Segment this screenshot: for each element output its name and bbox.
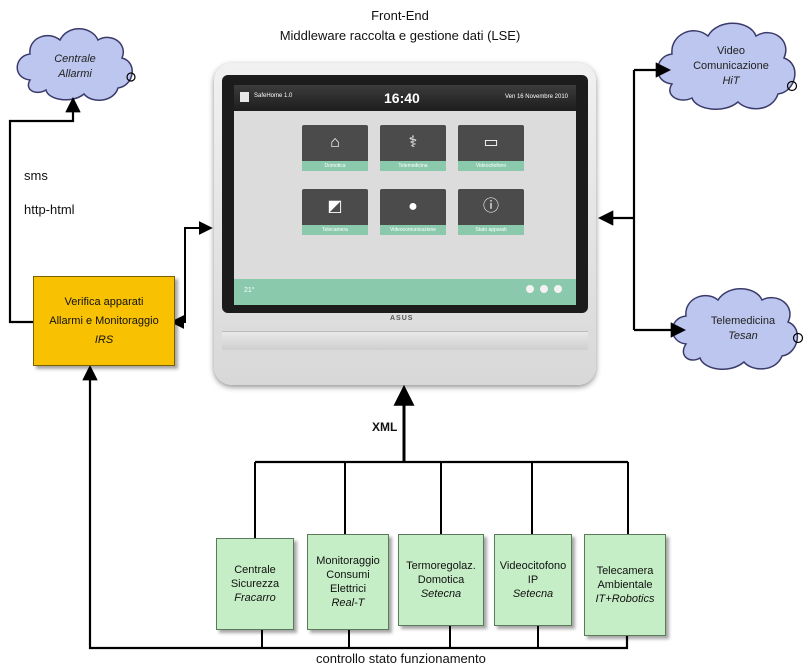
monitor-bezel: SafeHome 1.0 16:40 Ven 16 Novembre 2010 … [222, 75, 588, 313]
tile-label: Telemedicina [380, 161, 446, 171]
screen-clock: 16:40 [384, 90, 420, 106]
device-vendor: Setecna [420, 588, 462, 600]
device-telecamera-ambientale: Telecamera Ambientale IT+Robotics [584, 534, 666, 636]
cloud-centrale-allarmi-text: Centrale Allarmi [34, 52, 116, 82]
tile-stato-apparati[interactable]: ⓘ Stato apparati [458, 189, 524, 235]
device-line1: Telecamera [596, 565, 654, 577]
link-status-to-irs [82, 364, 629, 650]
tile-label: Telecamera [302, 225, 368, 235]
device-line2: IP [527, 574, 539, 586]
device-termoregolazione: Termoregolaz. Domotica Setecna [398, 534, 484, 626]
cloud-centrale-allarmi [16, 28, 136, 101]
cloud-video-line2: Comunicazione [693, 60, 769, 72]
label-xml: XML [372, 420, 398, 434]
device-monitoraggio-consumi: Monitoraggio Consumi Elettrici Real-T [307, 534, 389, 630]
label-sms: sms [24, 168, 48, 183]
tile-telecamera[interactable]: ◩ Telecamera [302, 189, 368, 235]
device-line2: Domotica [417, 574, 465, 586]
label-controllo-stato: controllo stato funzionamento [316, 651, 486, 666]
device-vendor: Setecna [512, 588, 554, 600]
cloud-video [657, 22, 798, 110]
label-http-html: http-html [24, 202, 75, 217]
status-dot-icon[interactable] [526, 285, 534, 293]
device-line1: Videocitofono [499, 560, 567, 572]
monitor-stand [222, 331, 588, 350]
irs-line3: IRS [94, 333, 114, 346]
tile-telemedicina[interactable]: ⚕ Telemedicina [380, 125, 446, 171]
status-dot-icon[interactable] [554, 285, 562, 293]
cloud-video-text: Video Comunicazione HiT [676, 44, 786, 89]
cloud-knot-icon [792, 332, 804, 344]
title-middleware: Middleware raccolta e gestione dati (LSE… [279, 28, 521, 43]
tile-label: Stato apparati [458, 225, 524, 235]
device-vendor: IT+Robotics [595, 593, 655, 605]
device-line1: Monitoraggio [316, 555, 380, 567]
irs-box: Verifica apparati Allarmi e Monitoraggio… [33, 276, 175, 366]
link-irs-to-centrale-allarmi [8, 96, 81, 324]
home-icon [240, 92, 249, 102]
tile-videocitofono[interactable]: ▭ Videocitofono [458, 125, 524, 171]
screen-date: Ven 16 Novembre 2010 [504, 94, 568, 100]
tile-domotica[interactable]: ⌂ Domotica [302, 125, 368, 171]
house-icon: ⌂ [330, 134, 340, 151]
cloud-centrale-line1: Centrale [54, 53, 96, 65]
speech-bubble-icon: ● [408, 198, 418, 215]
caduceus-icon: ⚕ [408, 134, 418, 151]
device-vendor: Real-T [331, 597, 365, 609]
device-videocitofono: Videocitofono IP Setecna [494, 534, 572, 626]
cloud-telemedicina-line1: Telemedicina [710, 315, 776, 327]
device-line1: Centrale [234, 564, 276, 576]
screen-bottom-bar: 21° [234, 279, 576, 305]
screen-app-name: SafeHome 1.0 [254, 93, 293, 99]
monitor-brand: ASUS [390, 315, 414, 322]
device-vendor: Fracarro [234, 592, 276, 604]
link-irs-monitor [170, 221, 213, 329]
screen-temperature: 21° [244, 287, 255, 294]
cloud-centrale-line2: Allarmi [58, 68, 92, 80]
tile-label: Domotica [302, 161, 368, 171]
irs-line1: Verifica apparati [64, 295, 144, 308]
cloud-video-line3: HiT [722, 75, 740, 87]
device-line2: Consumi [326, 569, 370, 581]
camera-icon: ◩ [327, 198, 343, 215]
device-line3: Elettrici [329, 583, 367, 595]
tile-label: Videocomunicazione [380, 225, 446, 235]
cloud-knot-icon [786, 80, 798, 92]
cloud-knot-icon [126, 72, 136, 82]
tile-label: Videocitofono [458, 161, 524, 171]
irs-line2: Allarmi e Monitoraggio [49, 314, 159, 327]
status-dot-icon[interactable] [540, 285, 548, 293]
tile-videocomunicazione[interactable]: ● Videocomunicazione [380, 189, 446, 235]
device-centrale-sicurezza: Centrale Sicurezza Fracarro [216, 538, 294, 630]
title-front-end: Front-End [371, 8, 429, 23]
monitor-screen: SafeHome 1.0 16:40 Ven 16 Novembre 2010 … [234, 85, 576, 305]
front-end-monitor: SafeHome 1.0 16:40 Ven 16 Novembre 2010 … [214, 63, 596, 385]
device-line1: Termoregolaz. [406, 560, 476, 572]
device-line2: Sicurezza [230, 578, 280, 590]
info-icon: ⓘ [483, 198, 500, 215]
device-line2: Ambientale [597, 579, 653, 591]
cloud-telemedicina-text: Telemedicina Tesan [694, 314, 792, 344]
cloud-telemedicina [671, 288, 804, 370]
monitor-icon: ▭ [483, 134, 499, 151]
cloud-video-line1: Video [717, 45, 745, 57]
cloud-telemedicina-line2: Tesan [728, 330, 758, 342]
screen-top-bar: SafeHome 1.0 16:40 Ven 16 Novembre 2010 [234, 85, 576, 111]
